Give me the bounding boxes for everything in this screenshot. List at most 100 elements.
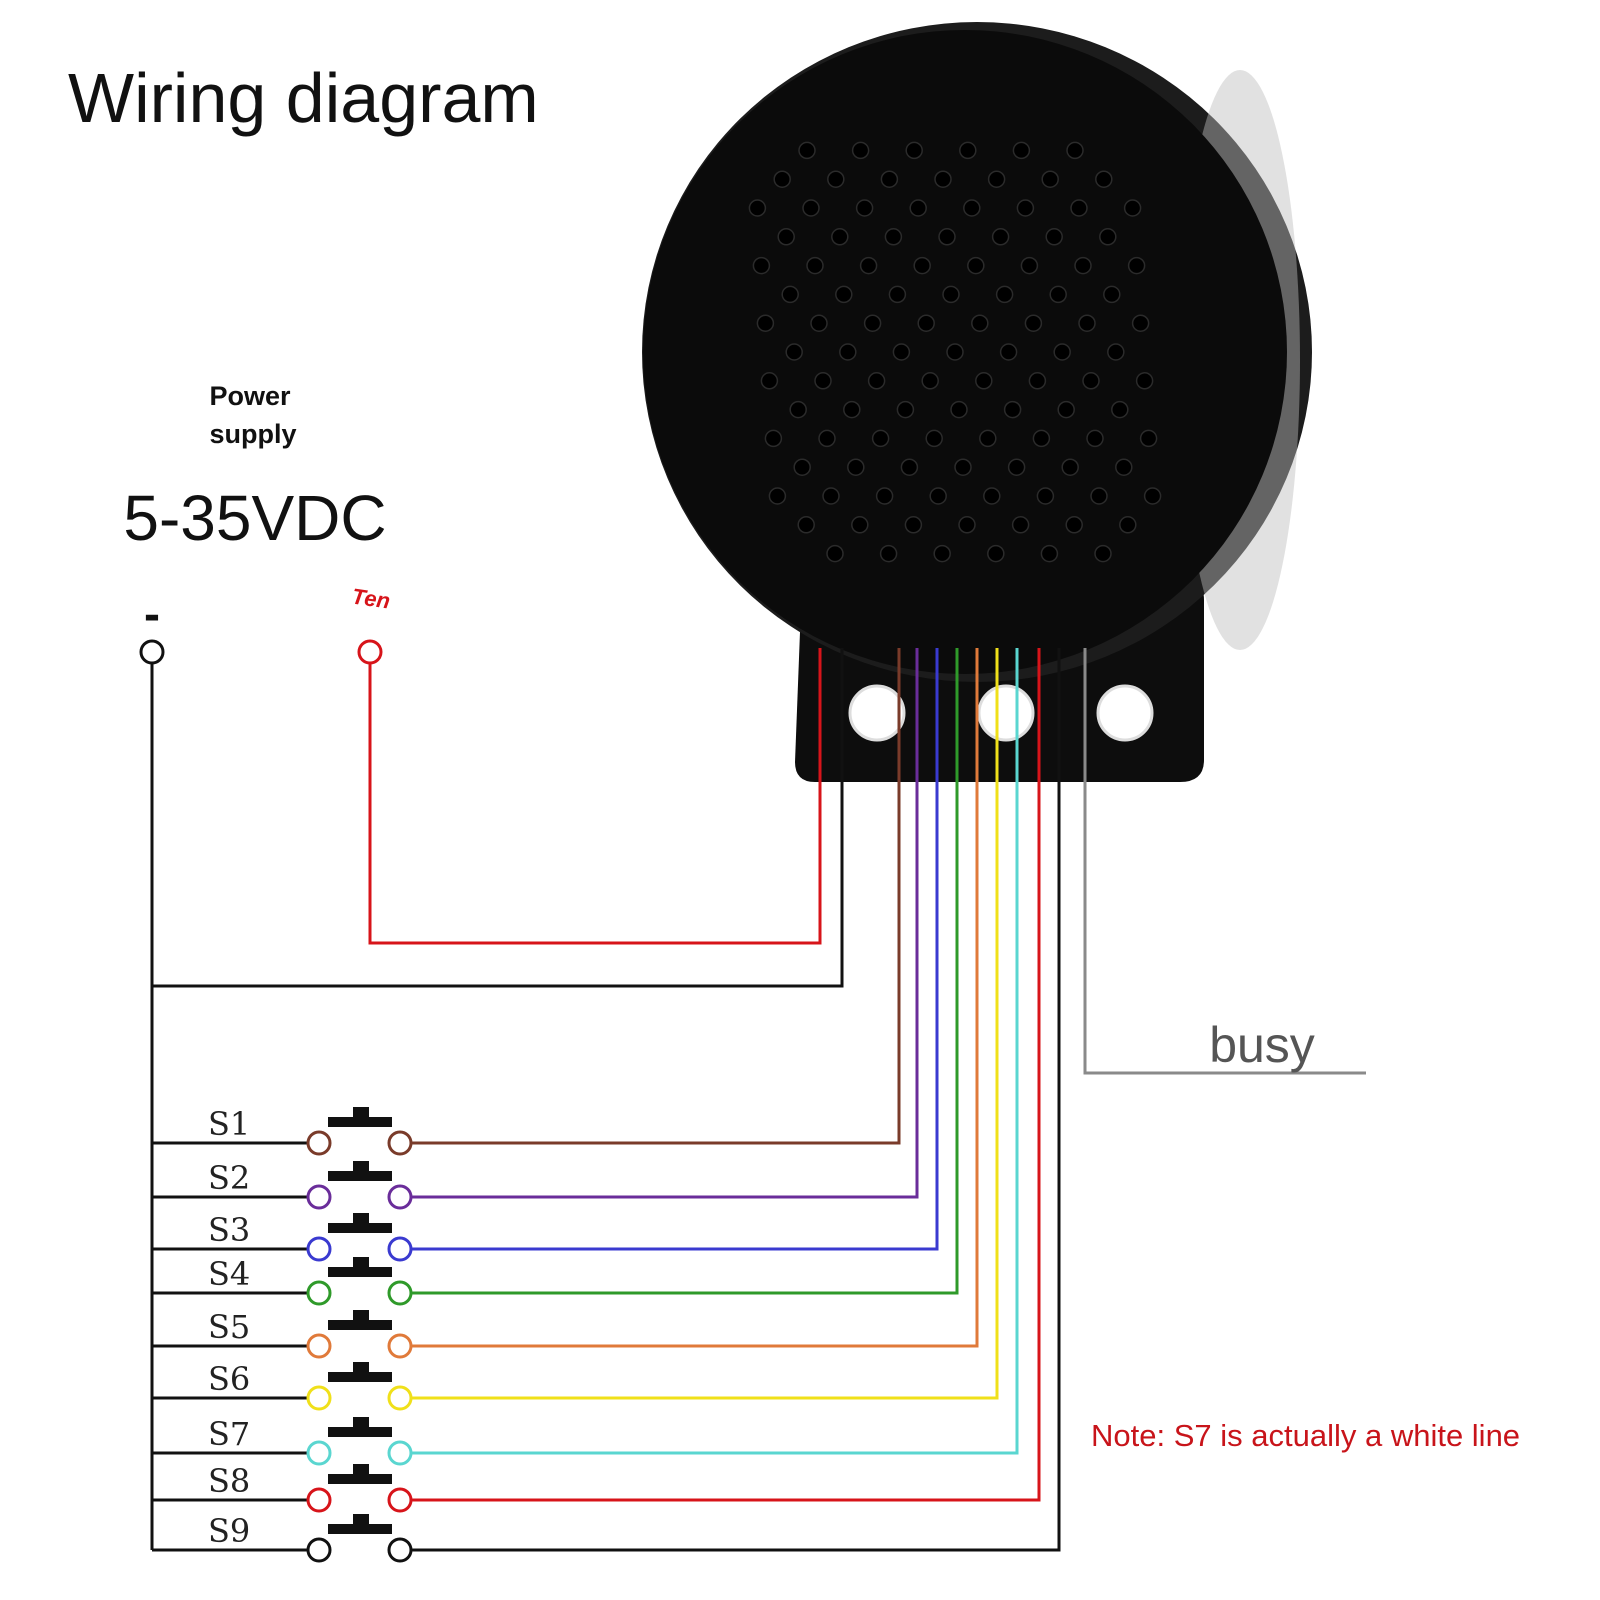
switch-signal-wire (410, 648, 979, 1348)
grille-hole (1135, 372, 1154, 390)
grille-hole (814, 372, 832, 390)
grille-hole (896, 400, 915, 419)
grille-hole (958, 516, 976, 534)
grille-hole (963, 199, 981, 217)
grille-hole (938, 228, 956, 246)
grille-hole (995, 285, 1014, 304)
grille-hole (1099, 228, 1117, 246)
wires (139, 639, 1366, 1550)
grille-hole (797, 516, 815, 534)
grille-hole (904, 516, 923, 534)
grille-hole (760, 372, 779, 390)
grille-hole (798, 141, 816, 160)
grille-hole (1131, 314, 1150, 332)
speaker-grille (748, 141, 1162, 563)
grille-hole (975, 372, 993, 390)
negative-terminal-label: - (144, 588, 160, 641)
push-button-cap (353, 1107, 369, 1119)
grille-hole (1119, 516, 1137, 534)
push-button-cap (353, 1514, 369, 1526)
grille-hole (818, 429, 836, 448)
grille-hole (867, 372, 886, 390)
grille-hole (851, 141, 870, 160)
grille-hole (991, 228, 1010, 246)
voltage-label: 5-35VDC (123, 482, 386, 554)
grille-hole (1115, 458, 1133, 476)
grille-hole (1040, 544, 1059, 563)
grille-hole (785, 343, 803, 361)
grille-hole (1095, 170, 1113, 188)
switch-label: S8 (208, 1462, 250, 1500)
grille-hole (913, 256, 931, 275)
mounting-hole-center (977, 684, 1035, 742)
push-button-cap (353, 1464, 369, 1476)
grille-hole (1103, 285, 1121, 304)
grille-hole (987, 170, 1006, 188)
push-button-bar (328, 1171, 392, 1181)
switch-signal-wire (410, 648, 919, 1199)
grille-hole (979, 429, 997, 448)
grille-hole (1143, 487, 1162, 505)
switch-contact-right (387, 1333, 413, 1359)
grille-hole (826, 544, 844, 563)
note-text: Note: S7 is actually a white line (1091, 1418, 1520, 1453)
switch-contact-right (387, 1537, 413, 1563)
grille-hole (884, 228, 903, 246)
push-button-cap (353, 1161, 369, 1173)
switch-label: S9 (208, 1512, 250, 1550)
mounting-hole-right (1096, 684, 1154, 742)
push-button-cap (353, 1310, 369, 1322)
push-button-cap (353, 1417, 369, 1429)
switch-contact-right (387, 1280, 413, 1306)
switch-contact-right (387, 1130, 413, 1156)
grille-hole (999, 343, 1018, 361)
push-button-bar (328, 1223, 392, 1233)
speaker-unit (642, 22, 1312, 782)
grille-hole (967, 256, 985, 275)
grille-hole (1127, 256, 1146, 275)
switch-contact-right (387, 1440, 413, 1466)
switch-contact-left (306, 1333, 332, 1359)
grille-hole (983, 487, 1001, 505)
switch-label: S6 (208, 1360, 250, 1398)
switch-label: S1 (208, 1105, 250, 1143)
positive-supply-wire (368, 648, 822, 945)
switch-contact-left (306, 1487, 332, 1513)
grille-hole (1007, 458, 1026, 476)
grille-hole (921, 372, 939, 390)
grille-hole (1020, 256, 1039, 275)
grille-hole (756, 314, 775, 332)
grille-hole (1041, 170, 1059, 188)
grille-hole (752, 256, 771, 275)
grille-hole (905, 141, 923, 160)
grille-hole (888, 285, 907, 304)
grille-hole (777, 228, 795, 246)
grille-hole (810, 314, 828, 332)
diagram-title: Wiring diagram (68, 59, 539, 137)
grille-hole (1011, 516, 1030, 534)
push-button-bar (328, 1524, 392, 1534)
grille-hole (879, 544, 898, 563)
grille-hole (946, 343, 964, 361)
positive-terminal (357, 639, 383, 665)
negative-supply-wire (152, 648, 844, 988)
grille-hole (1090, 487, 1108, 505)
grille-hole (1111, 400, 1129, 419)
push-button-bar (328, 1267, 392, 1277)
grille-hole (987, 544, 1005, 563)
grille-hole (831, 228, 849, 246)
grille-hole (859, 256, 878, 275)
grille-hole (1061, 458, 1079, 476)
switch-label: S7 (208, 1415, 250, 1453)
grille-hole (827, 170, 845, 188)
grille-hole (942, 285, 960, 304)
switch-contact-right (387, 1385, 413, 1411)
push-button-bar (328, 1474, 392, 1484)
grille-hole (789, 400, 807, 419)
grille-hole (1003, 400, 1022, 419)
grille-hole (1139, 429, 1158, 448)
grille-hole (1094, 544, 1112, 563)
busy-wire (1083, 648, 1366, 1075)
push-button-cap (353, 1257, 369, 1269)
grille-hole (917, 314, 935, 332)
